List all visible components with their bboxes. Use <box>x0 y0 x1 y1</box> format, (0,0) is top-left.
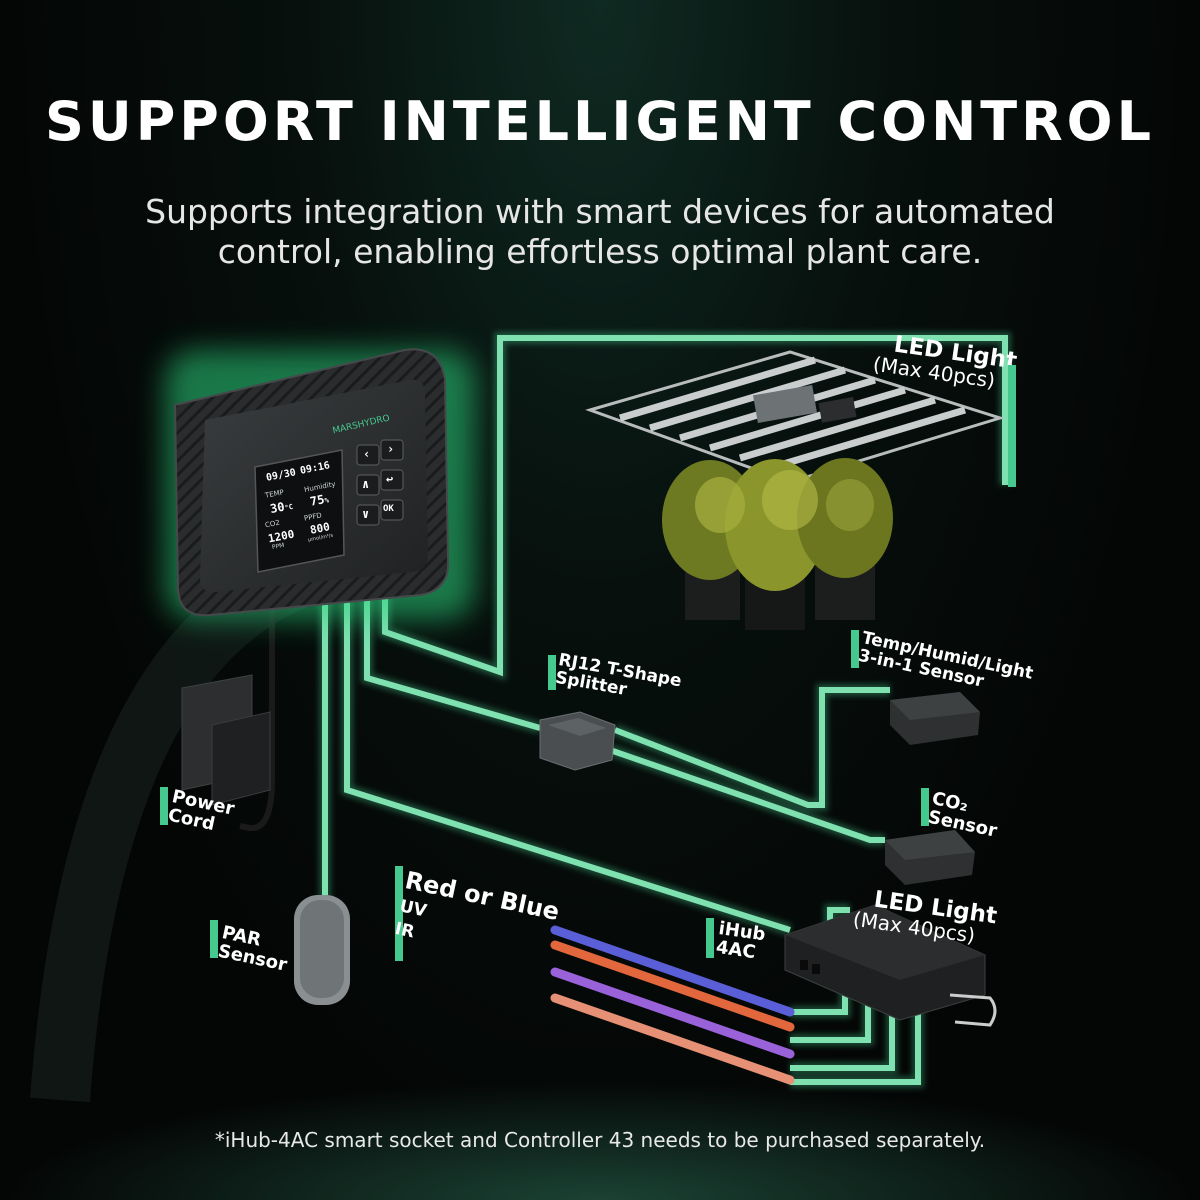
rj12-splitter-icon <box>539 711 616 771</box>
key-ok[interactable]: OK <box>383 504 394 514</box>
label-ihub-bar <box>706 918 714 958</box>
power-adapter-icon <box>181 674 271 806</box>
led-bar-red <box>550 940 795 1032</box>
controller-device <box>173 348 450 617</box>
page-title: SUPPORT INTELLIGENT CONTROL <box>44 90 1155 153</box>
cable-splitter <box>364 595 541 731</box>
plants-icon <box>662 458 893 630</box>
label-co2-bar <box>921 788 929 826</box>
cable-bar-2 <box>790 990 871 1043</box>
power-cord-cable <box>239 610 275 832</box>
subtitle-line-2: control, enabling effortless optimal pla… <box>217 232 983 271</box>
label-rj12-bar <box>548 655 556 690</box>
label-redblue-bar <box>395 866 403 961</box>
footnote: *iHub-4AC smart socket and Controller 43… <box>214 1128 986 1152</box>
label-led-light-top-bar <box>1008 365 1016 487</box>
subtitle-line-1: Supports integration with smart devices … <box>145 192 1055 231</box>
ihub-4ac-icon <box>784 904 997 1027</box>
label-ihub-4ac: iHub 4AC <box>715 918 767 964</box>
led-bar-ir <box>550 993 795 1085</box>
label-par-bar <box>210 920 218 958</box>
cable-bar-4 <box>790 1005 921 1085</box>
key-back[interactable]: ↩ <box>386 472 394 486</box>
led-bar-blue <box>550 925 795 1017</box>
co2-sensor-icon <box>885 830 975 885</box>
cable-thl-sensor <box>613 687 890 808</box>
cable-co2-sensor <box>609 747 885 843</box>
led-bars <box>550 925 795 1085</box>
controller-keypad <box>356 439 404 526</box>
key-right[interactable]: › <box>387 442 395 456</box>
label-power-bar <box>160 787 168 825</box>
bottom-glow <box>0 1080 1200 1200</box>
thl-sensor-icon <box>890 692 980 745</box>
key-down[interactable]: ∨ <box>362 507 370 521</box>
led-light-top-icon <box>585 350 1006 484</box>
controller-screen <box>254 449 345 573</box>
led-bar-uv <box>550 967 795 1059</box>
cable-led-top <box>382 335 1008 677</box>
cable-bar-1 <box>790 990 848 1015</box>
key-up[interactable]: ∧ <box>362 477 370 491</box>
cables <box>322 335 1008 1085</box>
key-left[interactable]: ‹ <box>363 447 371 461</box>
label-thl-bar <box>851 630 859 668</box>
par-sensor-icon <box>294 895 350 1005</box>
cable-ihub <box>344 595 791 933</box>
